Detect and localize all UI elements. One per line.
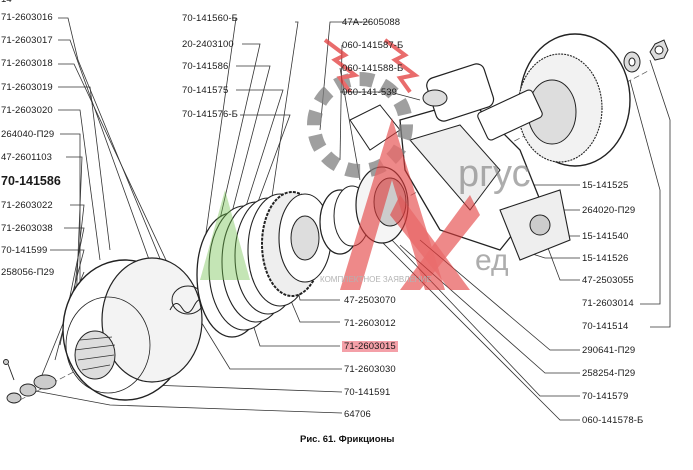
left-label-2: 71-2603017 [1, 35, 53, 46]
clutch-drum [62, 257, 203, 401]
bottom-right-label-4: 060-141578-Б [582, 415, 644, 426]
bottom-center-label-5: 70-141591 [344, 387, 391, 398]
bottom-right-label-3: 70-141579 [582, 391, 629, 402]
bottom-right-label-2: 258254-П29 [582, 368, 636, 379]
top-right-label-2: 060-141587-Б [342, 40, 404, 51]
small-parts [3, 359, 57, 404]
top-right-label-1: 47А-2605088 [342, 17, 401, 28]
right-label-2: 264020-П29 [582, 205, 636, 216]
center-top-label-4: 70-141575 [182, 85, 229, 96]
nut-and-washer [623, 39, 669, 73]
friction-disc-pack [196, 191, 332, 338]
bottom-center-label-3-highlighted: 71-2603015 [342, 341, 398, 352]
watermark-text-bottom: ед [475, 244, 509, 277]
left-label-7: 47-2601103 [1, 152, 53, 163]
left-label-4: 71-2603019 [1, 82, 53, 93]
bottom-center-label-6: 64706 [344, 409, 371, 420]
top-right-label-3: 060-141588-Б [342, 63, 404, 74]
left-label-12: 258056-П29 [1, 267, 55, 278]
center-top-label-3: 70-141586 [182, 61, 229, 72]
left-label-1: 71-2603016 [1, 12, 53, 23]
bottom-right-label-1: 290641-П29 [582, 345, 636, 356]
housing [349, 63, 571, 261]
center-top-label-5: 70-141576-Б [182, 109, 238, 120]
bottom-center-label-1: 47-2503070 [344, 295, 396, 306]
left-label-11: 70-141599 [1, 245, 48, 256]
right-label-7: 70-141514 [582, 321, 629, 332]
bottom-center-label-2: 71-2603012 [344, 318, 396, 329]
top-right-label-4: 060-141-539 [342, 87, 397, 98]
right-label-1: 15-141525 [582, 180, 629, 191]
right-label-6: 71-2603014 [582, 298, 634, 309]
watermark-subtext: КОМПЛЕКТНОЕ ЗАЯВЛЕНИЕ [320, 275, 432, 284]
left-label-3: 71-2603018 [1, 58, 53, 69]
center-top-label-1: 70-141560-Б [182, 13, 238, 24]
center-top-label-2: 20-2403100 [182, 39, 234, 50]
left-label-5: 71-2603020 [1, 105, 53, 116]
watermark-text-top: ргус [458, 153, 531, 195]
left-label-6: 264040-П29 [1, 129, 55, 140]
left-label-8: 70-141586 [1, 174, 61, 188]
bottom-center-label-4: 71-2603030 [344, 364, 396, 375]
brake-drum [477, 33, 631, 167]
left-label-9: 71-2603022 [1, 200, 53, 211]
left-label-10: 71-2603038 [1, 223, 53, 234]
right-label-4: 15-141526 [582, 253, 629, 264]
watermark-logo: ргус ед КОМПЛЕКТНОЕ ЗАЯВЛЕНИЕ [200, 38, 531, 290]
corner-fragment: 14 [1, 0, 12, 5]
right-label-3: 15-141540 [582, 231, 629, 242]
figure-caption: Рис. 61. Фрикционы [300, 434, 395, 445]
right-label-5: 47-2503055 [582, 275, 634, 286]
